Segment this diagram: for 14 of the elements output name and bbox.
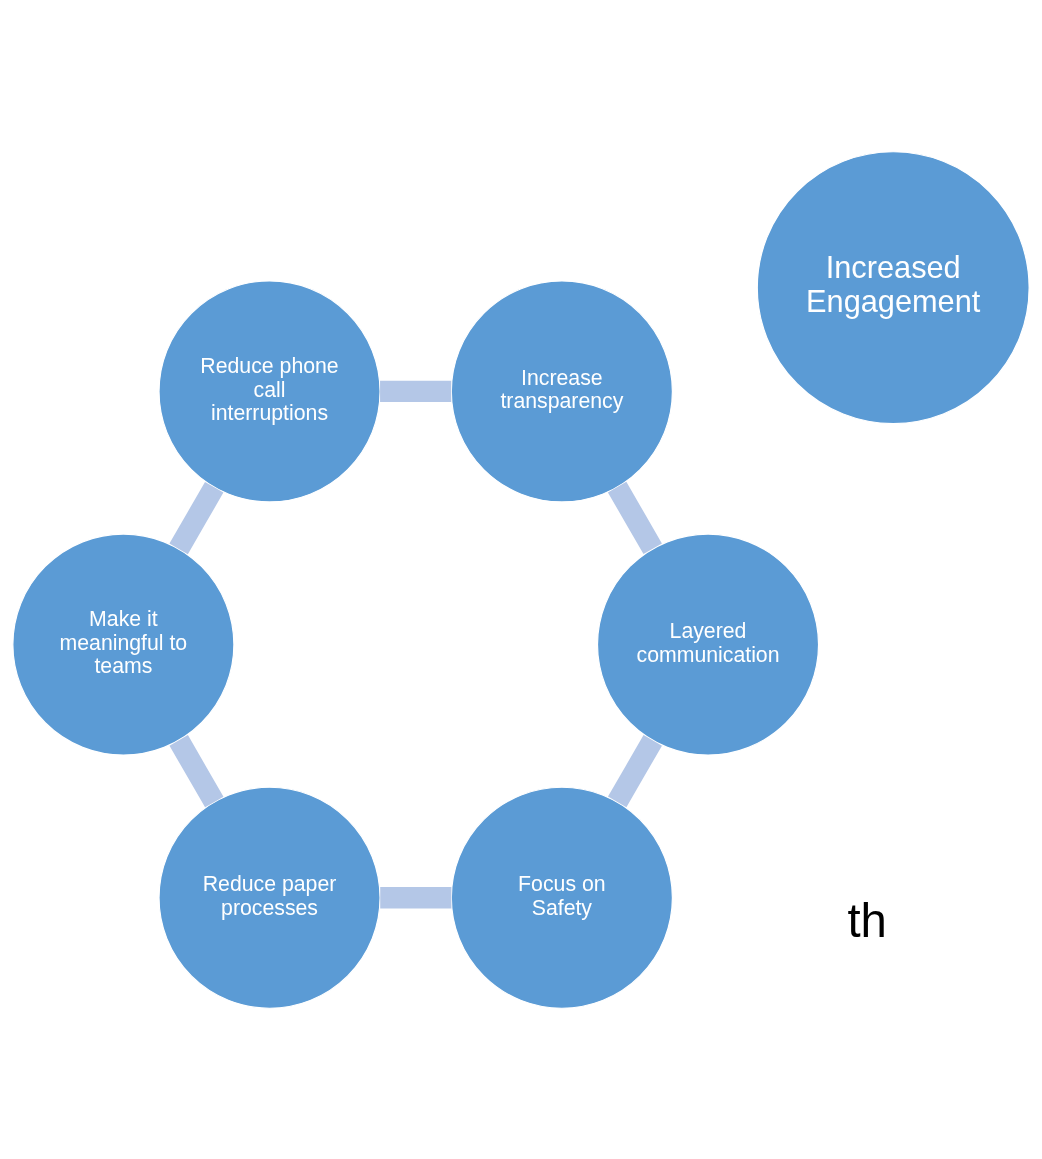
node-circle: Increased Engagement (756, 150, 1030, 424)
node-circle: Layered communication (596, 533, 820, 756)
node-circle: Reduce paper processes (158, 786, 381, 1009)
connector (169, 734, 224, 807)
connector (608, 734, 662, 807)
node-circle: Focus on Safety (450, 786, 673, 1009)
node-circle: Reduce phone call interruptions (158, 279, 381, 503)
connector (380, 886, 452, 908)
label: th (847, 893, 887, 947)
node-circle: Increase transparency (450, 279, 673, 503)
connector (380, 380, 452, 402)
node-circle: Make it meaningful to teams (12, 533, 235, 756)
connector (169, 481, 224, 554)
connector (607, 481, 662, 554)
